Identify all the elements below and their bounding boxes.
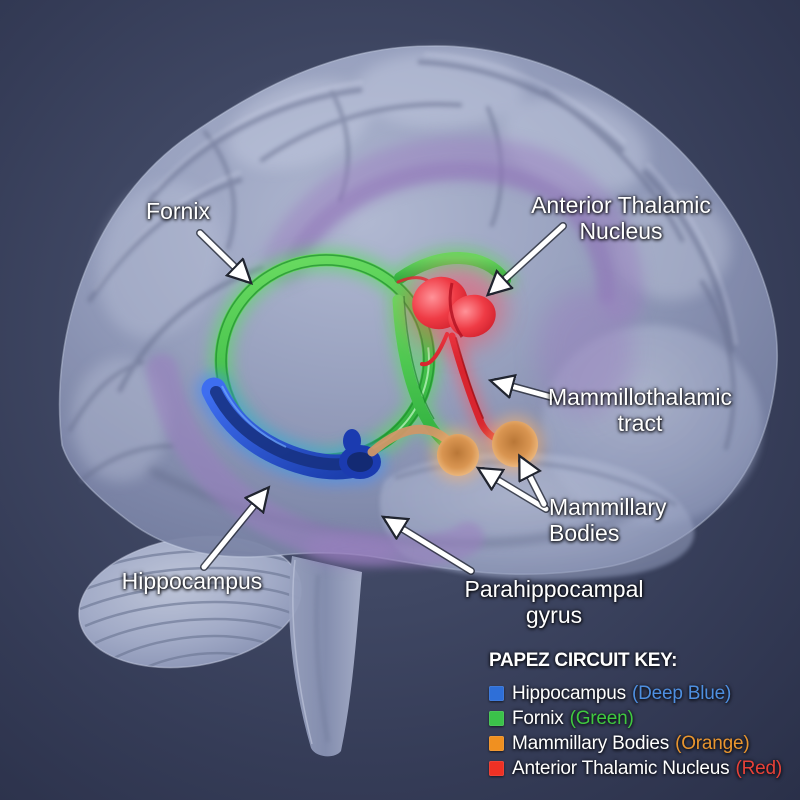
tan-tract [367, 424, 452, 457]
gyri-ridge-lights [93, 52, 738, 346]
legend-item-name: Fornix [512, 707, 564, 729]
anterior-thalamic-arrow [492, 222, 567, 291]
mammillary-arrow-right [518, 461, 548, 508]
hippocampus-label-text: Hippocampus [121, 568, 263, 594]
parahippocampal-line1: Parahippocampal [464, 576, 644, 602]
brainstem [289, 556, 362, 757]
parahippocampal-label: Parahippocampal gyrus [464, 576, 644, 629]
cingulate-gyrus [263, 136, 644, 322]
gyri-highlights [72, 52, 730, 482]
fornix-label-text: Fornix [146, 198, 210, 224]
mammillothalamic-label: Mammillothalamic tract [530, 384, 750, 437]
mammillary-arrow-left [483, 471, 550, 513]
mammillary-label: Mammillary Bodies [549, 494, 709, 547]
mammillary-swatch [489, 736, 504, 751]
fornix-swatch [489, 711, 504, 726]
legend-title: PAPEZ CIRCUIT KEY: [489, 650, 678, 671]
anterior-thalamic-swatch [489, 761, 504, 776]
parahippocampal-arrow [388, 520, 475, 575]
hippocampus-swatch [489, 686, 504, 701]
hippocampus-label: Hippocampus [116, 568, 268, 595]
legend-item-color-label: (Deep Blue) [631, 682, 732, 704]
anterior-thalamic-line1: Anterior Thalamic [531, 192, 711, 218]
anterior-thalamic-line2: Nucleus [579, 217, 663, 244]
mammillothalamic-arrow [496, 382, 555, 401]
parahippocampal-line2: gyrus [525, 601, 583, 628]
legend-item-color-label: (Red) [735, 757, 782, 779]
legend: PAPEZ CIRCUIT KEY: Hippocampus (Deep Blu… [489, 650, 789, 781]
legend-row-fornix: Fornix (Green) [489, 706, 789, 731]
legend-item-name: Mammillary Bodies [512, 732, 670, 754]
hippocampus-arrow [200, 492, 265, 571]
mammillary-line2: Bodies [549, 519, 620, 546]
legend-item-name: Hippocampus [512, 682, 626, 704]
legend-item-color-label: (Orange) [675, 732, 750, 754]
fornix-label: Fornix [118, 198, 238, 225]
mammillary-line1: Mammillary [549, 494, 667, 520]
legend-row-hippocampus: Hippocampus (Deep Blue) [489, 681, 789, 706]
anterior-thalamic-nucleus [412, 276, 496, 338]
mammillothalamic-line2: tract [617, 409, 663, 436]
fornix-arrow [196, 229, 247, 279]
anterior-thalamic-label: Anterior Thalamic Nucleus [515, 192, 727, 245]
legend-item-name: Anterior Thalamic Nucleus [512, 757, 730, 779]
arrows [196, 222, 567, 575]
pulvinar-region [537, 288, 633, 416]
legend-row-mammillary: Mammillary Bodies (Orange) [489, 731, 789, 756]
legend-row-anterior-thalamic: Anterior Thalamic Nucleus (Red) [489, 756, 789, 781]
legend-item-color-label: (Green) [569, 707, 634, 729]
mammillothalamic-line1: Mammillothalamic [547, 384, 733, 410]
